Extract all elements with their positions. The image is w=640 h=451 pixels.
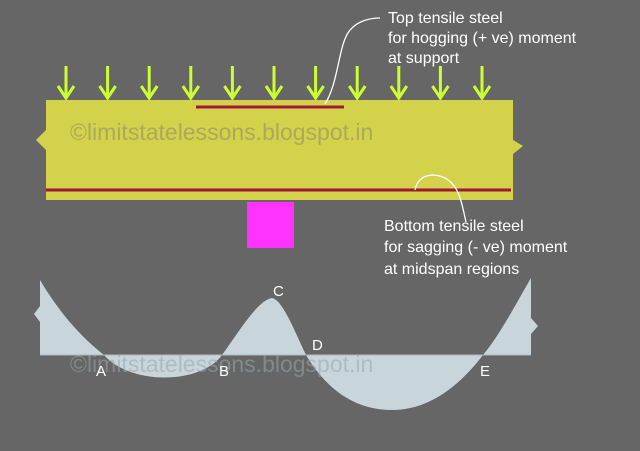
- top-steel-label-line-1: Top tensile steel: [388, 10, 503, 27]
- column-support: [247, 202, 294, 248]
- point-label-a: A: [96, 363, 106, 380]
- top-steel-label-line-3: at support: [388, 50, 460, 67]
- watermark-text: ©limitstatelessons.blogspot.in: [70, 119, 373, 145]
- load-arrow: [264, 66, 284, 101]
- point-label-b: B: [219, 363, 229, 380]
- load-arrow: [472, 66, 492, 101]
- load-arrow: [56, 66, 76, 101]
- load-arrow: [306, 66, 325, 101]
- bottom-steel-label-line-3: at midspan regions: [384, 261, 519, 278]
- load-arrow: [431, 66, 450, 101]
- watermark-text-lower: ©limitstatelessons.blogspot.in: [70, 351, 373, 377]
- top-steel-label-line-2: for hogging (+ ve) moment: [388, 30, 577, 47]
- load-arrow: [223, 66, 242, 101]
- load-arrow: [139, 66, 159, 101]
- point-label-c: C: [273, 283, 284, 300]
- bottom-steel-label-line-1: Bottom tensile steel: [384, 218, 524, 235]
- load-arrow: [389, 66, 409, 101]
- distributed-load-arrows: [56, 66, 492, 101]
- beam-body: [36, 100, 523, 200]
- load-arrow: [347, 66, 367, 101]
- bending-moment-diagram: [34, 278, 538, 410]
- point-label-e: E: [480, 363, 490, 380]
- point-label-d: D: [312, 337, 323, 354]
- load-arrow: [98, 66, 117, 101]
- bottom-steel-leader-line: [414, 174, 467, 223]
- top-steel-leader-line: [324, 17, 381, 105]
- bottom-steel-label-line-2: for sagging (- ve) moment: [384, 239, 568, 256]
- load-arrow: [181, 66, 201, 101]
